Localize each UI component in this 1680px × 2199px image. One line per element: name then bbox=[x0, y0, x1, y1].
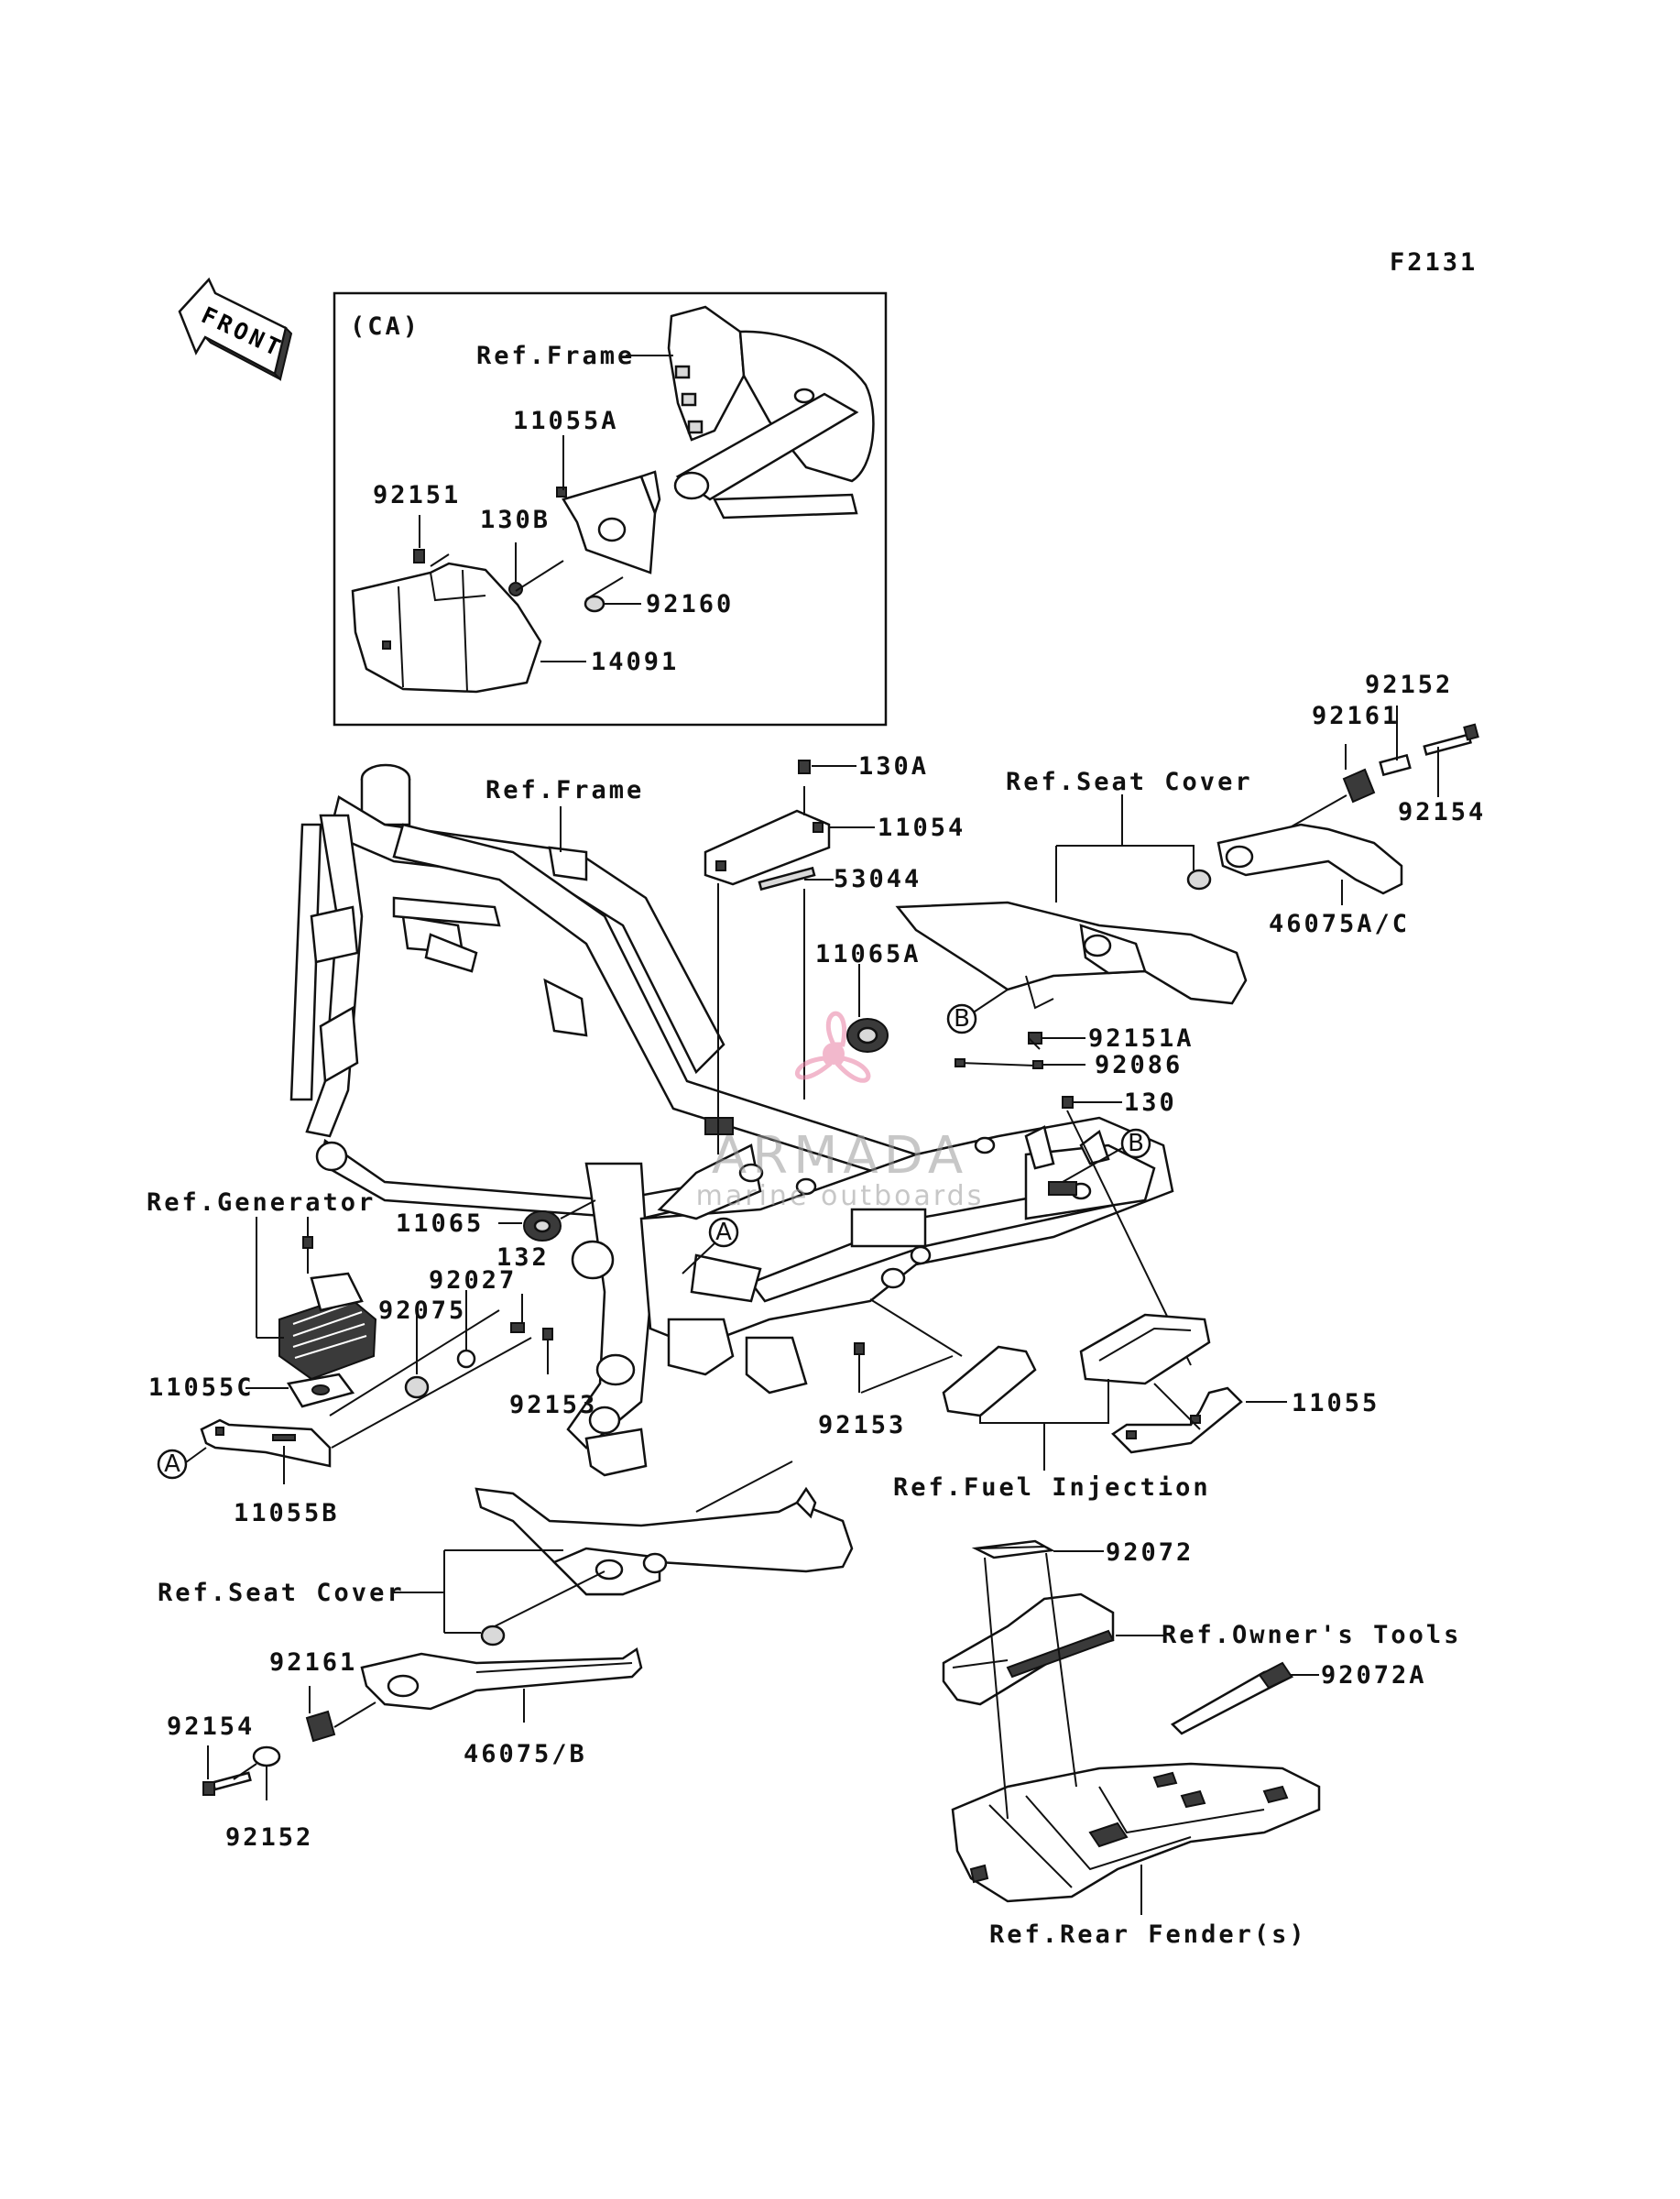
label-92151: 92151 bbox=[373, 481, 461, 509]
grommet-right-seat-part bbox=[1186, 869, 1212, 891]
strip-53044-part bbox=[758, 866, 816, 892]
label-11055a: 11055A bbox=[513, 407, 619, 435]
label-46075b: 46075/B bbox=[464, 1740, 587, 1768]
fuel-injection-cover-part bbox=[942, 1313, 1211, 1417]
label-11055b: 11055B bbox=[234, 1499, 340, 1527]
grommet-92160-part bbox=[584, 595, 605, 613]
label-92154-right: 92154 bbox=[1398, 798, 1486, 826]
collar-92075-part bbox=[404, 1375, 430, 1399]
bolt-92151a-part bbox=[1028, 1032, 1042, 1045]
bolt-130b-part bbox=[508, 582, 523, 596]
seat-cover-right-part bbox=[895, 901, 1248, 1010]
inset-region-code: (CA) bbox=[350, 312, 420, 341]
label-92154-left: 92154 bbox=[167, 1712, 255, 1741]
bolt-132-part bbox=[510, 1322, 525, 1333]
bracket-11055b-part bbox=[200, 1418, 332, 1468]
label-ref-seat-cover-left: Ref.Seat Cover bbox=[158, 1579, 405, 1607]
callout-b-lower: B bbox=[1120, 1128, 1151, 1159]
label-92072a: 92072A bbox=[1321, 1661, 1427, 1690]
regulator-part bbox=[278, 1272, 377, 1381]
label-92152-right: 92152 bbox=[1365, 671, 1453, 699]
front-arrow-icon: FRONT bbox=[178, 277, 293, 381]
pad-92072-part bbox=[971, 1539, 1055, 1559]
label-ref-fuel-injection: Ref.Fuel Injection bbox=[893, 1473, 1211, 1502]
damper-11065-part bbox=[523, 1210, 562, 1242]
owners-tools-part bbox=[942, 1592, 1115, 1706]
washer-92027-part bbox=[456, 1349, 476, 1369]
label-92153-right: 92153 bbox=[818, 1411, 906, 1439]
collar-92161-left-part bbox=[305, 1710, 336, 1743]
label-53044: 53044 bbox=[834, 865, 922, 893]
svg-text:B: B bbox=[954, 1005, 970, 1033]
label-ref-generator: Ref.Generator bbox=[147, 1188, 376, 1217]
label-92161-left: 92161 bbox=[269, 1648, 357, 1677]
seat-cover-left-part bbox=[475, 1486, 854, 1596]
label-11065a: 11065A bbox=[815, 940, 922, 968]
bolt-generator-part bbox=[302, 1236, 313, 1249]
collar-92152-left-part bbox=[252, 1745, 281, 1767]
label-92153-left: 92153 bbox=[509, 1391, 597, 1419]
trim-46075ac-part bbox=[1216, 823, 1403, 895]
cable-92086-part bbox=[955, 1058, 1043, 1069]
label-92086: 92086 bbox=[1095, 1051, 1183, 1079]
label-92075: 92075 bbox=[378, 1296, 466, 1325]
collar-92152-right-part bbox=[1379, 753, 1412, 777]
bracket-11055-part bbox=[1111, 1386, 1243, 1454]
bracket-11054-part bbox=[704, 809, 831, 886]
label-ref-owners-tools: Ref.Owner's Tools bbox=[1162, 1621, 1461, 1649]
label-132: 132 bbox=[496, 1243, 550, 1272]
label-92161-right: 92161 bbox=[1312, 702, 1400, 730]
trim-46075b-part bbox=[360, 1647, 643, 1711]
label-ref-seat-cover-right: Ref.Seat Cover bbox=[1006, 768, 1253, 796]
callout-a-center: A bbox=[708, 1217, 739, 1248]
bolt-92151-part bbox=[413, 549, 425, 563]
label-92160: 92160 bbox=[646, 590, 734, 618]
svg-text:B: B bbox=[1128, 1130, 1144, 1157]
strap-92072a-part bbox=[1170, 1661, 1294, 1735]
cover-14091-part bbox=[351, 562, 542, 694]
label-130a: 130A bbox=[858, 752, 929, 781]
label-130b: 130B bbox=[480, 506, 551, 534]
figure-id: F2131 bbox=[1390, 248, 1478, 277]
label-ref-frame-inset: Ref.Frame bbox=[476, 342, 635, 370]
damper-11065a-part bbox=[846, 1018, 889, 1053]
svg-text:A: A bbox=[164, 1450, 180, 1478]
label-ref-frame-main: Ref.Frame bbox=[485, 776, 644, 804]
label-11055c: 11055C bbox=[148, 1373, 255, 1402]
label-92151a: 92151A bbox=[1088, 1024, 1195, 1053]
label-11055: 11055 bbox=[1292, 1389, 1380, 1417]
label-92152-left: 92152 bbox=[225, 1823, 313, 1852]
watermark-propeller-icon bbox=[795, 1011, 871, 1083]
label-46075ac: 46075A/C bbox=[1269, 910, 1410, 938]
bolt-92153-right-part bbox=[854, 1342, 865, 1355]
rear-fender-part bbox=[951, 1762, 1321, 1903]
label-ref-rear-fender: Ref.Rear Fender(s) bbox=[989, 1920, 1307, 1949]
watermark-brand: ARMADA bbox=[712, 1126, 968, 1186]
label-11054: 11054 bbox=[878, 814, 965, 842]
bolt-130a-part bbox=[798, 760, 811, 774]
inset-ca: (CA) bbox=[333, 291, 888, 727]
collar-92161-right-part bbox=[1342, 768, 1376, 804]
svg-text:A: A bbox=[715, 1219, 732, 1246]
bolt-130-part bbox=[1062, 1096, 1074, 1109]
label-92027: 92027 bbox=[429, 1266, 517, 1295]
inset-frame-part bbox=[667, 305, 875, 520]
bolt-92153-left-part bbox=[542, 1328, 553, 1340]
main-frame-part bbox=[289, 763, 1174, 1477]
label-92072: 92072 bbox=[1106, 1538, 1194, 1567]
watermark-tagline: marine outboards bbox=[696, 1180, 985, 1212]
label-14091: 14091 bbox=[591, 648, 679, 676]
bracket-11055a-part bbox=[556, 470, 661, 574]
watermark: ARMADA marine outboards bbox=[696, 1011, 985, 1212]
callout-a-left: A bbox=[157, 1449, 188, 1480]
bracket-11055c-part bbox=[286, 1373, 355, 1408]
label-130: 130 bbox=[1124, 1089, 1177, 1117]
bolt-92154-right-part bbox=[1423, 723, 1479, 756]
label-11065: 11065 bbox=[396, 1209, 484, 1238]
grommet-left-seat-part bbox=[480, 1625, 506, 1647]
bolt-92154-left-part bbox=[202, 1771, 252, 1796]
callout-b-upper: B bbox=[946, 1003, 977, 1034]
